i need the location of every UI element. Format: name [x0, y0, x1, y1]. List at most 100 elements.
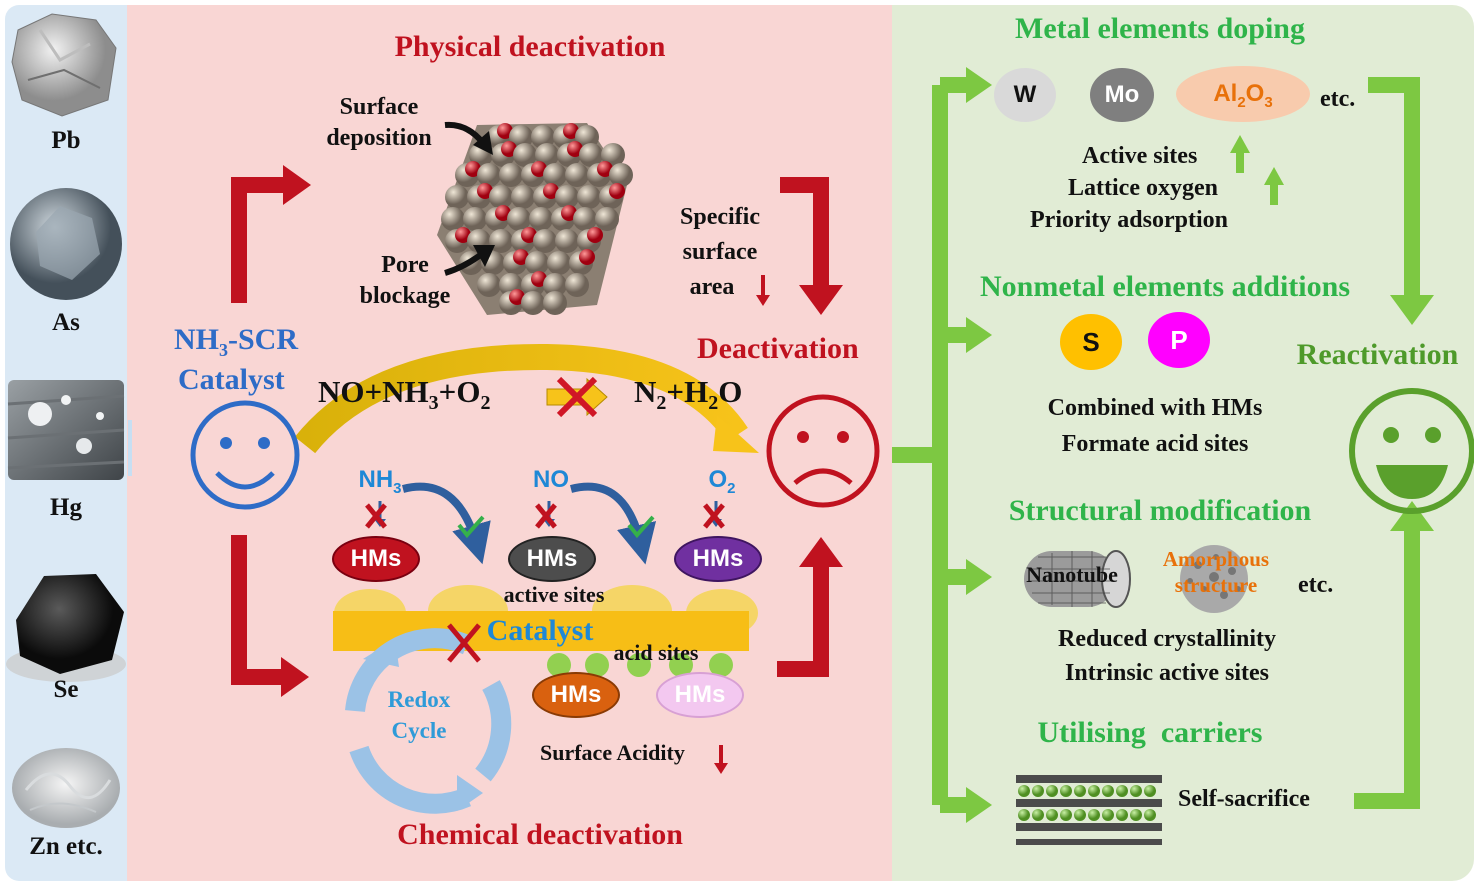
heavy-metal-deposit: [597, 161, 613, 177]
active-sites-label: active sites: [503, 582, 605, 607]
lead-sample-image: [11, 13, 117, 117]
no-reactant-label: NO: [533, 466, 569, 493]
catalyst-sphere: [507, 207, 531, 231]
nh3-scr-catalyst-label: NH3-SCR Catalyst: [174, 323, 299, 396]
carrier-particle: [1102, 785, 1114, 797]
carrier-particle: [1074, 785, 1086, 797]
catalyst-sphere: [575, 125, 599, 149]
strategy-branch-arrows-icon: [892, 77, 970, 813]
metal-label-pb: Pb: [51, 127, 81, 154]
metal-label-zn: Zn etc.: [29, 833, 103, 860]
carrier-particle: [1018, 785, 1030, 797]
metal-label-hg: Hg: [50, 494, 82, 521]
catalyst-sphere: [543, 291, 567, 315]
pore-blockage-label: Pore blockage: [359, 252, 451, 310]
heavy-metal-deposit: [531, 161, 547, 177]
acid-site-dots: [547, 653, 733, 677]
heavy-metal-deposit: [477, 183, 493, 199]
reactivated-happy-icon: [1349, 388, 1474, 514]
catalyst-sphere: [477, 273, 501, 297]
catalyst-sphere: [441, 207, 465, 231]
mercury-droplets-image: [7, 380, 125, 480]
carrier-particle: [1116, 785, 1128, 797]
catalyst-sphere: [609, 163, 633, 187]
heavy-metal-deposit: [531, 271, 547, 287]
chemical-deactivation-title: Chemical deactivation: [397, 818, 683, 851]
carrier-particle: [1130, 809, 1142, 821]
carrier-particle: [1088, 809, 1100, 821]
catalyst-sphere: [477, 163, 501, 187]
carrier-particle: [1032, 785, 1044, 797]
carrier-particle: [1088, 785, 1100, 797]
catalyst-sphere: [533, 229, 557, 253]
carrier-particle: [1102, 809, 1114, 821]
molybdenum-chip: Mo: [1090, 68, 1154, 122]
catalyst-sphere: [509, 125, 533, 149]
metal-label-as: As: [52, 309, 80, 336]
arsenic-sample-image: [10, 188, 122, 300]
reaction-products: N2+H2O: [634, 374, 743, 415]
amorphous-structure-icon: [1180, 545, 1248, 613]
structural-etc-label: etc.: [1298, 572, 1334, 598]
catalyst-sphere: [525, 251, 549, 275]
catalyst-sphere: [463, 207, 487, 231]
catalyst-sphere: [513, 143, 537, 167]
carrier-particle: [1018, 809, 1030, 821]
catalyst-sphere: [565, 163, 589, 187]
carrier-particle: [1074, 809, 1086, 821]
catalyst-sphere: [555, 185, 579, 209]
blocked-reaction-arrow-icon: [546, 376, 608, 418]
layered-carrier-icon: [1016, 775, 1162, 845]
catalyst-sphere: [573, 207, 597, 231]
carrier-particle: [1116, 809, 1128, 821]
heavy-metal-deposit: [521, 227, 537, 243]
nh3-reactant-label: NH3: [358, 466, 402, 497]
heavy-metal-deposit: [561, 205, 577, 221]
heavy-metal-deposit: [455, 227, 471, 243]
heavy-metal-deposit: [567, 141, 583, 157]
metal-elements-doping-title: Metal elements doping: [1015, 12, 1305, 45]
o2-reactant-label: O2: [708, 466, 736, 497]
deactivation-label: Deactivation: [697, 332, 859, 365]
nonmetal-elements-additions-title: Nonmetal elements additions: [980, 270, 1350, 303]
catalyst-sphere: [521, 291, 545, 315]
catalyst-sphere: [535, 143, 559, 167]
heavy-metal-deposit: [563, 123, 579, 139]
reactant-blocked-marks: [365, 501, 725, 529]
heavy-metal-deposit: [465, 161, 481, 177]
catalyst-sphere: [499, 163, 523, 187]
input-arrow-icon: [128, 420, 132, 476]
no-adsorption-arrow-icon: [569, 482, 657, 565]
sulfur-chip: S: [1060, 314, 1122, 370]
heavy-metal-deposit: [579, 249, 595, 265]
catalyst-sphere: [531, 125, 555, 149]
physical-deactivation-title: Physical deactivation: [394, 30, 666, 63]
hms-particle-grey: HMs: [508, 536, 596, 582]
acid-sites-label: acid sites: [613, 640, 699, 665]
catalyst-sphere: [511, 185, 535, 209]
catalyst-sphere: [577, 185, 601, 209]
carrier-particle: [1046, 809, 1058, 821]
catalyst-sphere: [547, 251, 571, 275]
carrier-particle: [1060, 785, 1072, 797]
alumina-chip: Al2O3: [1176, 66, 1310, 122]
reactivation-strategies-panel: [892, 5, 1474, 881]
heavy-metal-deposit: [509, 289, 525, 305]
metal-label-se: Se: [53, 676, 79, 703]
catalyst-sphere: [601, 143, 625, 167]
heavy-metal-deposit: [513, 249, 529, 265]
heavy-metal-deposit: [501, 141, 517, 157]
catalyst-bar-label: Catalyst: [486, 614, 594, 647]
carrier-particle: [1060, 809, 1072, 821]
self-sacrifice-label: Self-sacrifice: [1178, 786, 1310, 812]
catalyst-sphere: [555, 229, 579, 253]
nanotube-label: Nanotube: [1026, 562, 1118, 587]
metal-etc-label: etc.: [1320, 86, 1356, 112]
strategy-arrowheads-icon: [966, 67, 992, 823]
carrier-particle: [1144, 809, 1156, 821]
heavy-metal-deposit: [543, 183, 559, 199]
catalyst-sphere: [565, 273, 589, 297]
hms-particle-red: HMs: [332, 536, 420, 582]
sad-deactivated-icon: [766, 394, 880, 508]
carrier-particle: [1130, 785, 1142, 797]
